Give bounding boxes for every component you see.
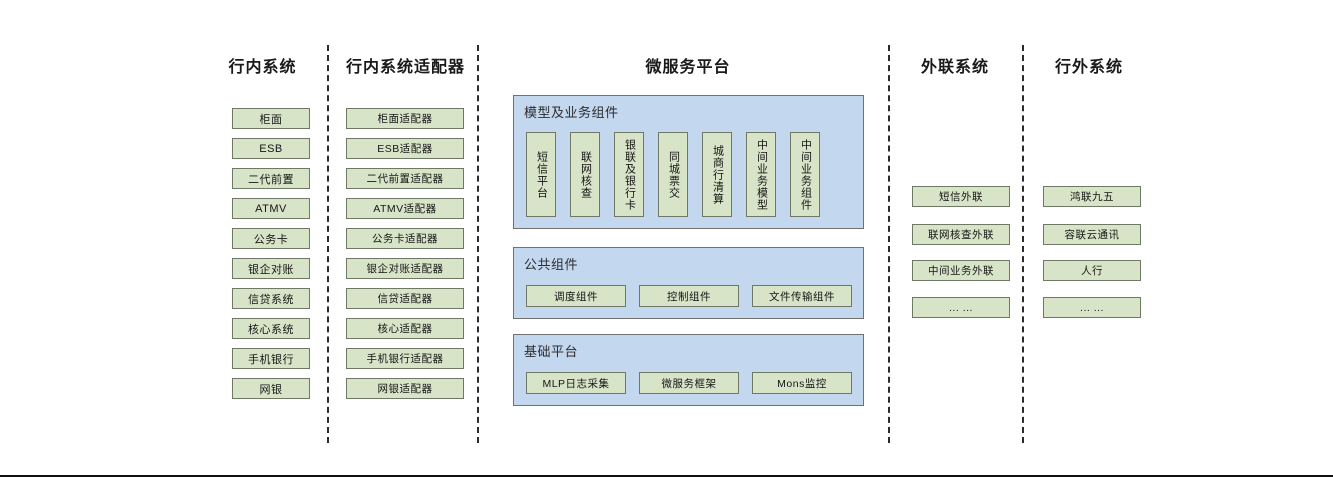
node-model-4[interactable]: 城商行清算: [702, 132, 732, 217]
node-in-bank-2[interactable]: 二代前置: [232, 168, 310, 189]
node-model-6[interactable]: 中间业务组件: [790, 132, 820, 217]
node-in-bank-3[interactable]: ATMV: [232, 198, 310, 219]
node-external-0[interactable]: 短信外联: [912, 186, 1010, 207]
panel-label-base-platform: 基础平台: [524, 344, 579, 359]
node-outbank-3[interactable]: ... ...: [1043, 297, 1141, 318]
node-adapter-8[interactable]: 手机银行适配器: [346, 348, 464, 369]
column-divider-2: [477, 45, 479, 443]
panel-base-platform: 基础平台: [513, 334, 864, 406]
node-outbank-1[interactable]: 容联云通讯: [1043, 224, 1141, 245]
node-model-3[interactable]: 同城票交: [658, 132, 688, 217]
node-in-bank-7[interactable]: 核心系统: [232, 318, 310, 339]
panel-label-public-components: 公共组件: [524, 257, 579, 272]
node-adapter-5[interactable]: 银企对账适配器: [346, 258, 464, 279]
node-in-bank-5[interactable]: 银企对账: [232, 258, 310, 279]
node-base-2[interactable]: Mons监控: [752, 372, 852, 394]
column-title-in-bank-systems: 行内系统: [228, 59, 297, 76]
panel-label-model-business-components: 模型及业务组件: [524, 105, 619, 120]
node-outbank-0[interactable]: 鸿联九五: [1043, 186, 1141, 207]
column-title-external-link-systems: 外联系统: [920, 59, 989, 76]
node-external-1[interactable]: 联网核查外联: [912, 224, 1010, 245]
node-adapter-3[interactable]: ATMV适配器: [346, 198, 464, 219]
column-title-in-bank-adapters: 行内系统适配器: [345, 59, 465, 76]
node-public-1[interactable]: 控制组件: [639, 285, 739, 307]
node-adapter-9[interactable]: 网银适配器: [346, 378, 464, 399]
node-in-bank-6[interactable]: 信贷系统: [232, 288, 310, 309]
node-public-2[interactable]: 文件传输组件: [752, 285, 852, 307]
node-model-2[interactable]: 银联及银行卡: [614, 132, 644, 217]
column-divider-1: [327, 45, 329, 443]
column-divider-3: [888, 45, 890, 443]
node-external-2[interactable]: 中间业务外联: [912, 260, 1010, 281]
panel-public-components: 公共组件: [513, 247, 864, 319]
node-in-bank-9[interactable]: 网银: [232, 378, 310, 399]
node-model-5[interactable]: 中间业务模型: [746, 132, 776, 217]
node-model-0[interactable]: 短信平台: [526, 132, 556, 217]
node-in-bank-1[interactable]: ESB: [232, 138, 310, 159]
bottom-divider: [0, 475, 1333, 477]
node-adapter-0[interactable]: 柜面适配器: [346, 108, 464, 129]
node-in-bank-4[interactable]: 公务卡: [232, 228, 310, 249]
node-adapter-4[interactable]: 公务卡适配器: [346, 228, 464, 249]
node-external-3[interactable]: ... ...: [912, 297, 1010, 318]
node-adapter-2[interactable]: 二代前置适配器: [346, 168, 464, 189]
node-adapter-1[interactable]: ESB适配器: [346, 138, 464, 159]
node-base-1[interactable]: 微服务框架: [639, 372, 739, 394]
column-divider-4: [1022, 45, 1024, 443]
column-title-out-of-bank-systems: 行外系统: [1054, 59, 1123, 76]
node-adapter-6[interactable]: 信贷适配器: [346, 288, 464, 309]
node-in-bank-0[interactable]: 柜面: [232, 108, 310, 129]
column-title-microservice-platform: 微服务平台: [645, 59, 731, 76]
node-in-bank-8[interactable]: 手机银行: [232, 348, 310, 369]
node-public-0[interactable]: 调度组件: [526, 285, 626, 307]
node-model-1[interactable]: 联网核查: [570, 132, 600, 217]
node-adapter-7[interactable]: 核心适配器: [346, 318, 464, 339]
node-outbank-2[interactable]: 人行: [1043, 260, 1141, 281]
node-base-0[interactable]: MLP日志采集: [526, 372, 626, 394]
